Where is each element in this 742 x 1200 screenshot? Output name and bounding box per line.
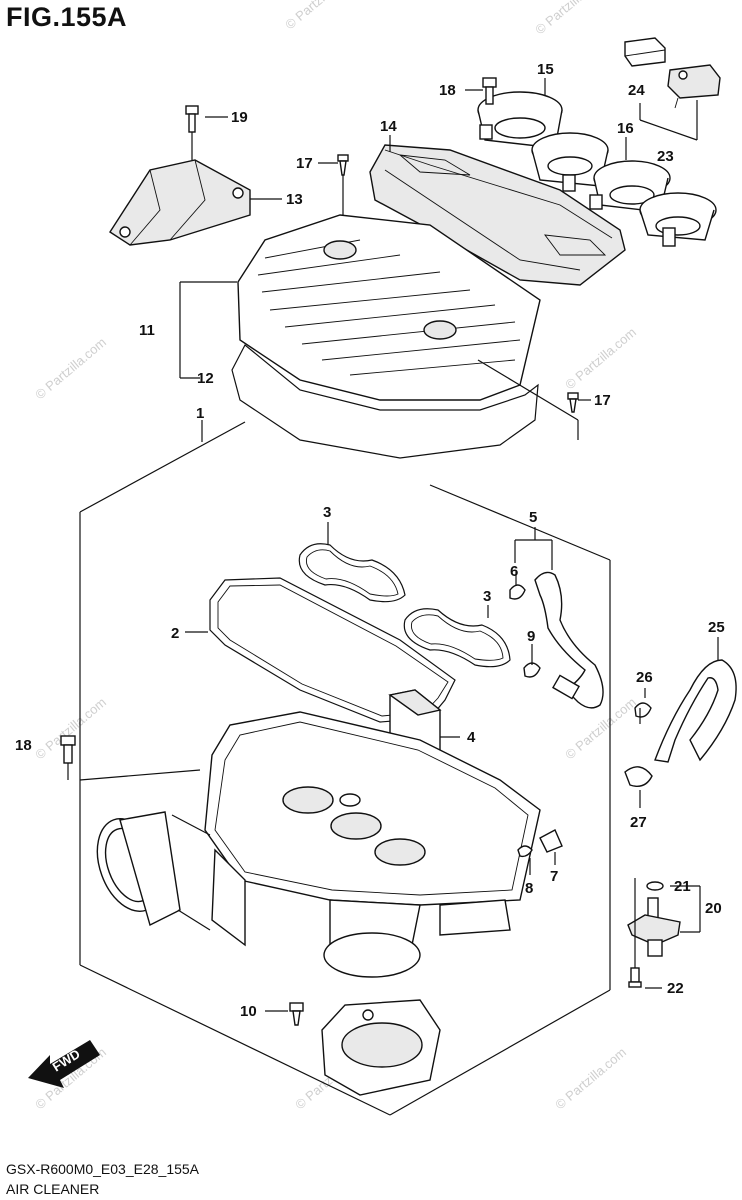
callout-11: 11 bbox=[139, 322, 155, 339]
clip-17-upper bbox=[337, 154, 349, 176]
bolt-19 bbox=[185, 105, 199, 133]
leader-lines bbox=[185, 78, 719, 1012]
clip-17-lower bbox=[567, 392, 579, 413]
callout-18-left: 18 bbox=[15, 737, 32, 754]
callout-22: 22 bbox=[667, 980, 684, 997]
bolt-18-left bbox=[60, 735, 76, 764]
figure-code: GSX-R600M0_E03_E28_155A bbox=[6, 1161, 200, 1177]
part-3-gasket-lower bbox=[403, 608, 511, 668]
callout-3-lower: 3 bbox=[483, 588, 491, 605]
callout-6: 6 bbox=[510, 563, 518, 580]
figure-title: FIG.155A bbox=[6, 2, 128, 32]
callout-10: 10 bbox=[240, 1003, 257, 1020]
main-airbox-body bbox=[204, 711, 541, 978]
part-25-hose bbox=[654, 659, 737, 763]
callout-12: 12 bbox=[197, 370, 214, 387]
watermark-text: © Partzilla.com bbox=[282, 0, 359, 32]
callout-5: 5 bbox=[529, 509, 537, 526]
bolt-18-top bbox=[482, 77, 497, 105]
part-16-funnel-pair bbox=[589, 160, 717, 247]
clip-10 bbox=[289, 1002, 304, 1026]
part-8-clip bbox=[517, 845, 533, 858]
callout-27: 27 bbox=[630, 814, 647, 831]
watermark-text: © Partzilla.com bbox=[552, 1044, 629, 1112]
clip-26 bbox=[634, 702, 652, 718]
callout-1: 1 bbox=[196, 405, 204, 422]
intake-duct-left bbox=[96, 811, 181, 927]
callout-17-upper: 17 bbox=[296, 155, 313, 172]
clip-27 bbox=[624, 766, 653, 788]
callout-18-top: 18 bbox=[439, 82, 456, 99]
lower-funnel bbox=[321, 999, 441, 1096]
callout-24: 24 bbox=[628, 82, 645, 99]
callout-9: 9 bbox=[527, 628, 535, 645]
callout-4: 4 bbox=[467, 729, 476, 746]
figure-name: AIR CLEANER bbox=[6, 1181, 100, 1197]
clip-9 bbox=[523, 662, 541, 678]
callout-2: 2 bbox=[171, 625, 179, 642]
callout-8: 8 bbox=[525, 880, 533, 897]
part-13-bracket bbox=[109, 159, 251, 246]
assembly-frame bbox=[79, 420, 611, 1116]
callout-19: 19 bbox=[231, 109, 248, 126]
watermark-text: © Partzilla.com bbox=[532, 0, 609, 37]
part-23-sensor bbox=[667, 64, 721, 109]
part-20-sensor bbox=[627, 897, 681, 957]
callout-15: 15 bbox=[537, 61, 554, 78]
part-3-gasket-upper bbox=[298, 543, 406, 603]
callout-3-upper: 3 bbox=[323, 504, 331, 521]
callout-26: 26 bbox=[636, 669, 653, 686]
callout-25: 25 bbox=[708, 619, 725, 636]
watermark-text: © Partzilla.com bbox=[32, 334, 109, 402]
part-5-hose bbox=[534, 571, 604, 709]
callout-16: 16 bbox=[617, 120, 634, 137]
part-24-connector bbox=[624, 37, 666, 67]
mesh-grille-top bbox=[398, 154, 607, 256]
part-7-cap bbox=[539, 829, 563, 853]
part-21-oring bbox=[646, 881, 664, 891]
callout-20: 20 bbox=[705, 900, 722, 917]
watermark-text: © Partzilla.com bbox=[562, 324, 639, 392]
callout-labels: 1 2 3 3 4 5 6 7 8 9 10 11 12 13 14 15 16… bbox=[15, 61, 725, 1020]
clip-6 bbox=[509, 584, 526, 600]
callout-14: 14 bbox=[380, 118, 397, 135]
callout-7: 7 bbox=[550, 868, 558, 885]
part-15-funnel-pair bbox=[477, 91, 609, 192]
callout-21: 21 bbox=[674, 878, 691, 895]
callout-13: 13 bbox=[286, 191, 303, 208]
callout-17-lower: 17 bbox=[594, 392, 611, 409]
part-12-seal bbox=[231, 344, 539, 459]
part-11-upper-case bbox=[237, 214, 541, 401]
bolt-22 bbox=[628, 967, 642, 988]
callout-23: 23 bbox=[657, 148, 674, 165]
